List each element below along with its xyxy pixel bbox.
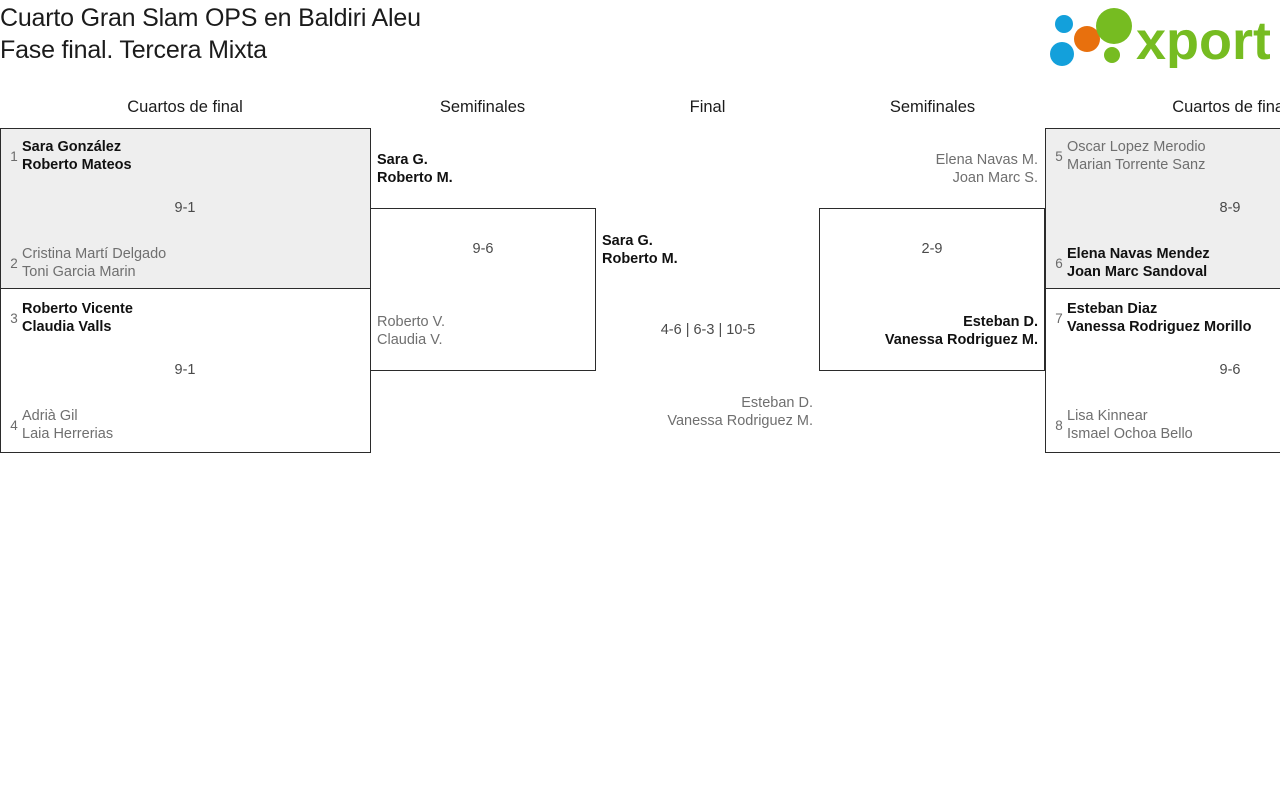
logo-dot-green-small: [1104, 47, 1120, 63]
sf2-score: 2-9: [921, 241, 943, 257]
qf1-top-names: Sara González Roberto Mateos: [22, 138, 132, 175]
qf1-bottom-player1: Cristina Martí Delgado: [22, 245, 167, 262]
round-header-qf-right: Cuartos de final: [1172, 98, 1280, 116]
qf4-score: 9-6: [1219, 362, 1241, 378]
sf1-top-player2: Roberto M.: [377, 170, 453, 186]
qf1-bottom-seed: 2: [10, 255, 18, 271]
qf3-bottom-seed: 6: [1055, 255, 1063, 271]
qf2-bottom-player2: Laia Herrerias: [22, 426, 114, 442]
qf2-top-seed: 3: [10, 310, 18, 326]
qf2-bottom-names: Adrià Gil Laia Herrerias: [22, 407, 113, 444]
match-box-qf2[interactable]: [0, 288, 371, 453]
sf1-top-names: Sara G. Roberto M.: [377, 151, 453, 188]
sf1-bottom-player2: Claudia V.: [377, 332, 443, 348]
sf1-score: 9-6: [472, 241, 494, 257]
qf2-team-top[interactable]: 3 Roberto Vicente Claudia Valls: [6, 298, 356, 338]
final-bottom-player1: Esteban D.: [741, 394, 813, 411]
qf4-top-player2: Vanessa Rodriguez Morillo: [1067, 319, 1252, 335]
sf1-bottom-names: Roberto V. Claudia V.: [377, 313, 445, 350]
qf3-top-names: Oscar Lopez Merodio Marian Torrente Sanz: [1067, 138, 1206, 175]
match-box-qf4[interactable]: [1045, 288, 1280, 453]
qf1-bottom-names: Cristina Martí Delgado Toni Garcia Marin: [22, 245, 166, 282]
final-team-top[interactable]: Sara G. Roberto M.: [602, 230, 817, 270]
qf4-team-bottom[interactable]: 8 Lisa Kinnear Ismael Ochoa Bello: [1051, 405, 1280, 445]
match-box-qf1[interactable]: [0, 128, 371, 289]
page-title-line2: Fase final. Tercera Mixta: [0, 36, 267, 64]
qf2-top-player2: Claudia Valls: [22, 319, 112, 335]
match-box-sf2[interactable]: [819, 208, 1045, 371]
final-team-bottom[interactable]: Esteban D. Vanessa Rodriguez M.: [600, 392, 813, 432]
logo-dot-orange: [1074, 26, 1100, 52]
qf3-team-bottom[interactable]: 6 Elena Navas Mendez Joan Marc Sandoval: [1051, 243, 1280, 283]
qf2-score: 9-1: [174, 362, 196, 378]
match-box-qf3[interactable]: [1045, 128, 1280, 289]
page-title-line1: Cuarto Gran Slam OPS en Baldiri Aleu: [0, 4, 421, 32]
qf4-top-player1: Esteban Diaz: [1067, 300, 1158, 317]
logo-wordmark: xporty: [1136, 11, 1270, 68]
logo-dot-green-large: [1096, 8, 1132, 44]
qf2-top-player1: Roberto Vicente: [22, 300, 133, 317]
qf1-top-seed: 1: [10, 148, 18, 164]
final-score: 4-6 | 6-3 | 10-5: [660, 322, 756, 338]
qf4-bottom-seed: 8: [1055, 417, 1063, 433]
sf1-top-player1: Sara G.: [377, 151, 428, 168]
qf1-top-player2: Roberto Mateos: [22, 157, 132, 173]
sf2-bottom-names: Esteban D. Vanessa Rodriguez M.: [885, 313, 1038, 350]
xporty-logo: xporty: [1040, 6, 1270, 68]
qf1-team-bottom[interactable]: 2 Cristina Martí Delgado Toni Garcia Mar…: [6, 243, 356, 283]
qf4-bottom-names: Lisa Kinnear Ismael Ochoa Bello: [1067, 407, 1193, 444]
qf3-top-player2: Marian Torrente Sanz: [1067, 157, 1206, 173]
sf2-team-top[interactable]: Elena Navas M. Joan Marc S.: [828, 149, 1038, 189]
final-top-player1: Sara G.: [602, 232, 653, 249]
sf2-team-bottom[interactable]: Esteban D. Vanessa Rodriguez M.: [828, 311, 1038, 351]
qf2-team-bottom[interactable]: 4 Adrià Gil Laia Herrerias: [6, 405, 356, 445]
final-bottom-names: Esteban D. Vanessa Rodriguez M.: [667, 394, 813, 431]
final-top-player2: Roberto M.: [602, 251, 678, 267]
sf2-top-player1: Elena Navas M.: [935, 151, 1038, 168]
qf3-bottom-player1: Elena Navas Mendez: [1067, 245, 1210, 262]
xporty-logo-svg: xporty: [1050, 8, 1270, 68]
qf1-team-top[interactable]: 1 Sara González Roberto Mateos: [6, 136, 356, 176]
sf2-top-names: Elena Navas M. Joan Marc S.: [936, 151, 1038, 188]
qf3-team-top[interactable]: 5 Oscar Lopez Merodio Marian Torrente Sa…: [1051, 136, 1280, 176]
qf2-bottom-player1: Adrià Gil: [22, 407, 78, 424]
sf1-bottom-player1: Roberto V.: [377, 313, 445, 330]
final-top-names: Sara G. Roberto M.: [602, 232, 678, 269]
qf4-team-top[interactable]: 7 Esteban Diaz Vanessa Rodriguez Morillo: [1051, 298, 1280, 338]
sf2-top-player2: Joan Marc S.: [952, 170, 1038, 186]
qf4-bottom-player1: Lisa Kinnear: [1067, 407, 1148, 424]
qf4-top-seed: 7: [1055, 310, 1063, 326]
logo-dot-blue-large: [1050, 42, 1074, 66]
qf3-top-seed: 5: [1055, 148, 1063, 164]
qf3-bottom-names: Elena Navas Mendez Joan Marc Sandoval: [1067, 245, 1210, 282]
qf4-top-names: Esteban Diaz Vanessa Rodriguez Morillo: [1067, 300, 1252, 337]
logo-dot-blue-small: [1055, 15, 1073, 33]
match-box-sf1[interactable]: [370, 208, 596, 371]
round-header-sf-right: Semifinales: [889, 98, 976, 116]
sf1-team-bottom[interactable]: Roberto V. Claudia V.: [377, 311, 587, 351]
final-bottom-player2: Vanessa Rodriguez M.: [667, 413, 813, 429]
qf3-top-player1: Oscar Lopez Merodio: [1067, 138, 1206, 155]
qf3-score: 8-9: [1219, 200, 1241, 216]
qf2-bottom-seed: 4: [10, 417, 18, 433]
sf1-team-top[interactable]: Sara G. Roberto M.: [377, 149, 587, 189]
page-title: Cuarto Gran Slam OPS en Baldiri Aleu Fas…: [0, 2, 700, 66]
qf1-top-player1: Sara González: [22, 138, 122, 155]
qf1-bottom-player2: Toni Garcia Marin: [22, 264, 136, 280]
round-header-qf-left: Cuartos de final: [127, 98, 243, 116]
round-header-sf-left: Semifinales: [439, 98, 526, 116]
qf3-bottom-player2: Joan Marc Sandoval: [1067, 264, 1208, 280]
sf2-bottom-player1: Esteban D.: [963, 313, 1038, 330]
qf1-score: 9-1: [174, 200, 196, 216]
qf2-top-names: Roberto Vicente Claudia Valls: [22, 300, 133, 337]
sf2-bottom-player2: Vanessa Rodriguez M.: [884, 332, 1038, 348]
qf4-bottom-player2: Ismael Ochoa Bello: [1067, 426, 1193, 442]
round-header-final: Final: [689, 98, 726, 116]
